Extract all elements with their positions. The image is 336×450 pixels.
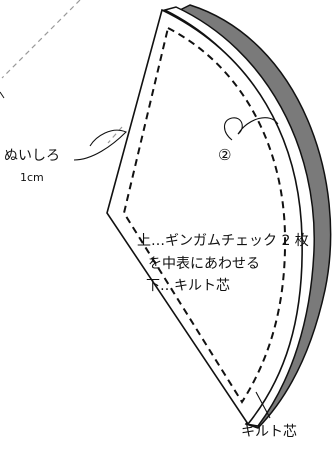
layer-note-bottom: 下…キルト芯 — [146, 278, 230, 294]
seam-allowance-label: ぬいしろ — [4, 148, 60, 164]
sewing-line — [122, 26, 287, 404]
reference-dashed-line-lower — [107, 126, 123, 144]
turning-loop-mark — [223, 117, 279, 141]
reference-dashed-line — [1, 0, 81, 79]
seam-allowance-size: 1cm — [20, 171, 44, 184]
quilt-core-label: キルト芯 — [241, 424, 297, 440]
quilt-core-leader — [255, 391, 271, 419]
layer-note-instruction: を中表にあわせる — [148, 256, 260, 272]
step-marker: ② — [218, 146, 232, 164]
reference-tick — [0, 91, 5, 99]
layer-note-top: 上…ギンガムチェック 2 枚 — [137, 233, 309, 249]
seam-allowance-leader — [73, 129, 127, 161]
